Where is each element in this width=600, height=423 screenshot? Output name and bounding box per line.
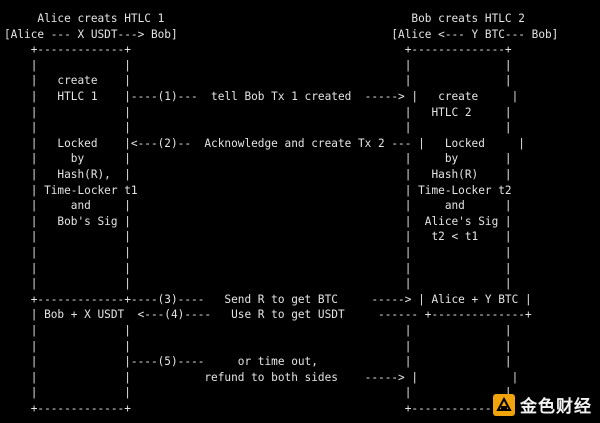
diagram-line: Alice creats HTLC 1 Bob creats HTLC 2 <box>4 12 525 25</box>
diagram-line: | Bob's Sig | | Alice's Sig | <box>4 214 512 228</box>
diagram-line: | | | | <box>4 324 512 337</box>
diagram-line: +-------------+ +--------------+ <box>4 43 512 57</box>
watermark-text: 金色财经 <box>520 397 592 417</box>
diagram-line: [Alice --- X USDT---> Bob] [Alice <--- Y… <box>4 27 559 41</box>
diagram-line: | Time-Locker t1 | Time-Locker t2 <box>4 183 512 197</box>
diagram-line: | | | | <box>4 339 512 353</box>
diagram-line: | | | HTLC 2 | <box>4 105 512 119</box>
diagram-line: | Bob + X USDT <---(4)---- Use R to get … <box>4 308 532 322</box>
diagram-line: | and | | and | <box>4 199 512 213</box>
diagram-line: | by | | by | <box>4 152 512 166</box>
diagram-line: | | | | <box>4 386 512 400</box>
diagram-line: | | | | <box>4 58 512 72</box>
diagram-line: | | | | <box>4 246 512 259</box>
golden-finance-logo-icon <box>493 393 515 416</box>
diagram-line: | create | | | <box>4 74 512 88</box>
diagram-line: | Locked |<---(2)-- Acknowledge and crea… <box>4 136 525 150</box>
diagram-line: | | | | <box>4 277 512 291</box>
diagram-line: | |----(5)---- or time out, | | <box>4 355 512 369</box>
diagram-line: +-------------+----(3)---- Send R to get… <box>4 292 532 306</box>
watermark: 金色财经 <box>493 392 592 417</box>
diagram-line: | | refund to both sides -----> | | <box>4 370 519 384</box>
diagram-line: | Hash(R), | | Hash(R) | <box>4 168 512 181</box>
diagram-line: | | | | <box>4 261 512 275</box>
diagram-line: | | | t2 < t1 | <box>4 230 512 244</box>
diagram-line: | HTLC 1 |----(1)--- tell Bob Tx 1 creat… <box>4 90 519 103</box>
diagram-line: | | | | <box>4 121 512 135</box>
diagram-line: +-------------+ +--------------+ <box>4 402 512 415</box>
